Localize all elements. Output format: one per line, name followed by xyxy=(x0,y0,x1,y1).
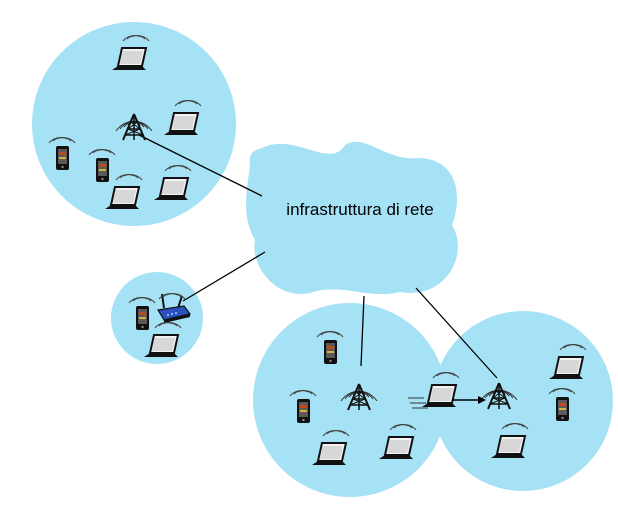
network-cloud xyxy=(246,141,458,295)
link-router xyxy=(182,251,266,302)
cell-bottom-right xyxy=(433,311,613,491)
motion-arrow-icon xyxy=(408,396,486,409)
link-center-tower xyxy=(360,295,365,367)
link-top-tower xyxy=(138,134,263,197)
cell-bottom-center xyxy=(253,303,447,497)
link-right-tower xyxy=(415,287,498,379)
